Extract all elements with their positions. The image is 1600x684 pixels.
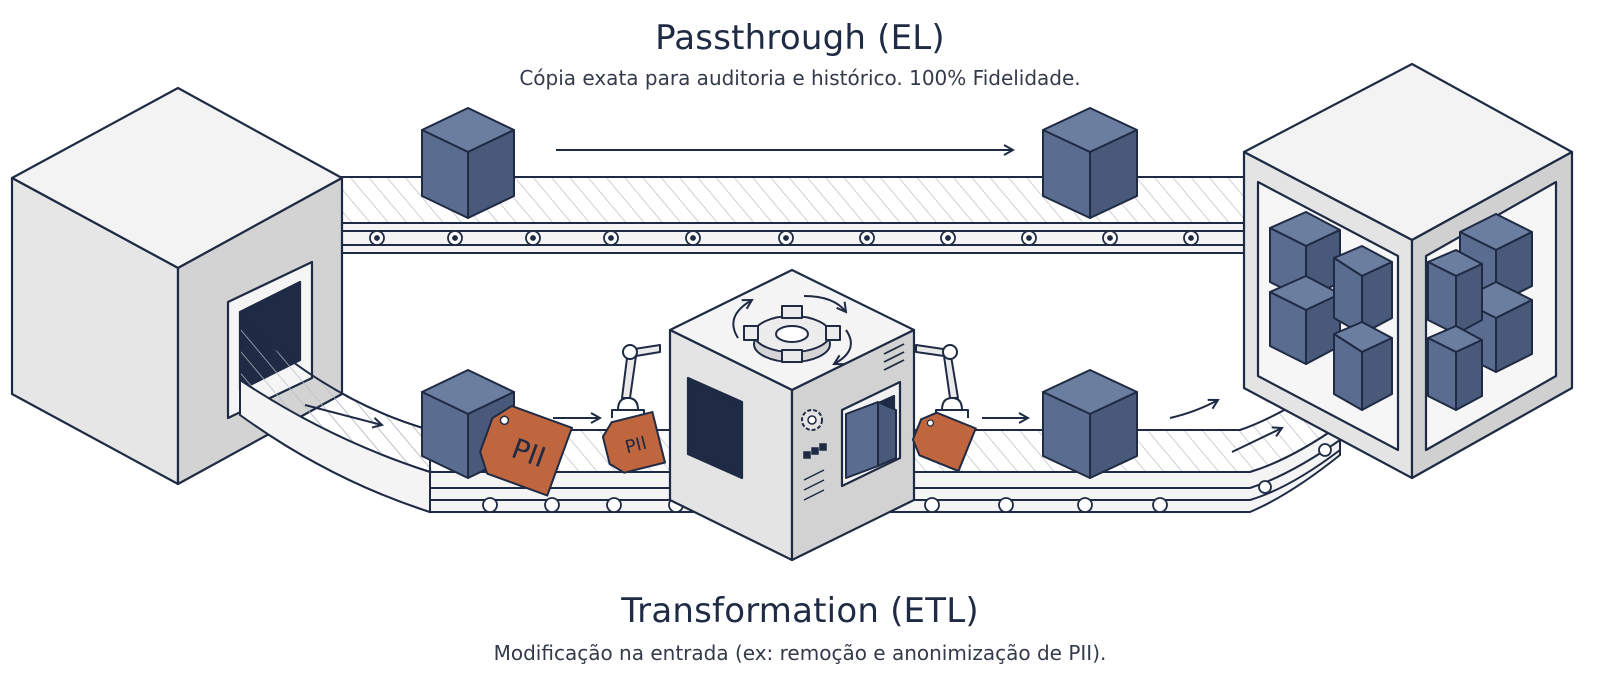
anonymized-tag-icon — [911, 411, 978, 473]
stored-cubes-right — [1427, 213, 1533, 411]
robot-arm-right-icon — [915, 344, 969, 418]
flow-arrow-icon — [1231, 428, 1282, 453]
transformation-title: Transformation (ETL) — [621, 591, 979, 631]
gear-icon — [743, 305, 841, 363]
top-rollers — [369, 230, 1199, 246]
pii-tag-icon: PII — [479, 404, 574, 497]
data-cube-icon — [1042, 107, 1138, 219]
vent-lines — [883, 343, 905, 371]
passthrough-title: Passthrough (EL) — [655, 18, 945, 58]
small-gear-icon — [801, 409, 823, 431]
pii-tag-small-label: PII — [623, 433, 649, 459]
panel-indicators — [803, 443, 827, 501]
passthrough-subtitle: Cópia exata para auditoria e histórico. … — [519, 66, 1081, 90]
pii-tag-icon: PII — [601, 410, 667, 474]
rotate-arrow-icon — [732, 300, 752, 339]
bottom-left-belt-overlay — [239, 315, 431, 514]
transformation-subtitle: Modificação na entrada (ex: remoção e an… — [493, 641, 1107, 665]
data-cube-icon — [421, 107, 515, 219]
rotate-arrow-icon — [834, 329, 852, 364]
flow-arrow-icon — [304, 404, 382, 425]
data-cube-icon — [845, 401, 897, 479]
robot-arm-left-icon — [611, 344, 661, 418]
flow-arrow-icon — [1169, 400, 1218, 419]
stored-cubes-left — [1269, 211, 1393, 411]
rotate-arrow-icon — [803, 295, 846, 312]
data-cube-icon — [1042, 369, 1138, 479]
